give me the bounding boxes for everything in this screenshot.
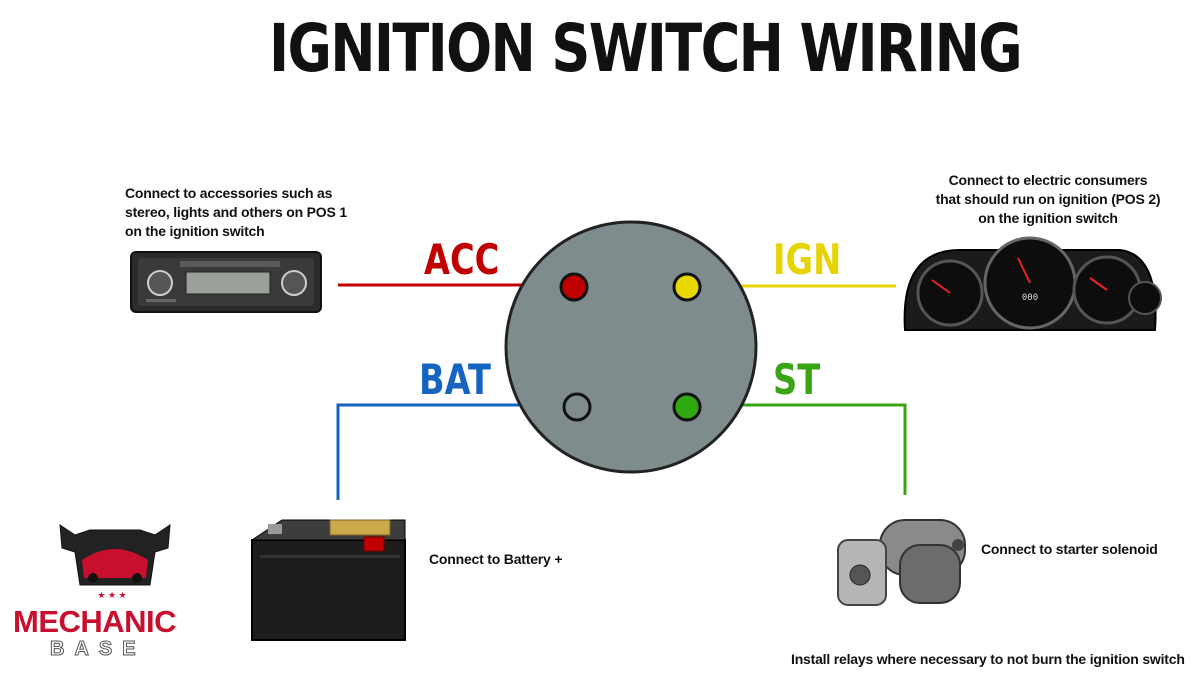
acc-note-line1: Connect to accessories such as <box>125 185 333 201</box>
acc-note: Connect to accessories such as stereo, l… <box>125 184 385 241</box>
starter-motor-image <box>837 519 966 606</box>
diagram-title: IGNITION SWITCH WIRING <box>268 10 1023 87</box>
ign-note-line3: on the ignition switch <box>978 210 1118 226</box>
starter-note: Connect to starter solenoid <box>981 541 1158 557</box>
mechanic-base-logo: ★ ★ ★ <box>59 524 171 600</box>
instrument-cluster-image: 000 <box>903 236 1162 331</box>
ignition-switch-body <box>504 220 758 474</box>
logo-text-base: BASE <box>50 638 146 661</box>
st-wire <box>688 403 907 495</box>
bat-terminal <box>562 392 592 422</box>
acc-terminal <box>559 272 589 302</box>
acc-note-line2: stereo, lights and others on POS 1 <box>125 204 347 220</box>
bat-label: BAT <box>419 355 491 404</box>
car-stereo-image <box>130 251 322 313</box>
st-terminal <box>672 392 702 422</box>
battery-image <box>250 519 406 641</box>
battery-note: Connect to Battery + <box>429 551 563 567</box>
ign-label: IGN <box>773 235 842 284</box>
acc-label: ACC <box>424 235 500 284</box>
footer-note: Install relays where necessary to not bu… <box>791 651 1185 667</box>
svg-text:000: 000 <box>1022 293 1038 303</box>
ign-note-line2: that should run on ignition (POS 2) <box>935 191 1161 207</box>
logo-text-mechanic: MECHANIC <box>13 604 177 639</box>
ign-note-line1: Connect to electric consumers <box>948 172 1148 188</box>
ign-terminal <box>672 272 702 302</box>
bat-wire <box>336 403 572 500</box>
st-label: ST <box>773 355 821 404</box>
svg-text:★ ★ ★: ★ ★ ★ <box>97 590 126 600</box>
ign-note: Connect to electric consumers that shoul… <box>918 171 1178 228</box>
acc-note-line3: on the ignition switch <box>125 223 265 239</box>
